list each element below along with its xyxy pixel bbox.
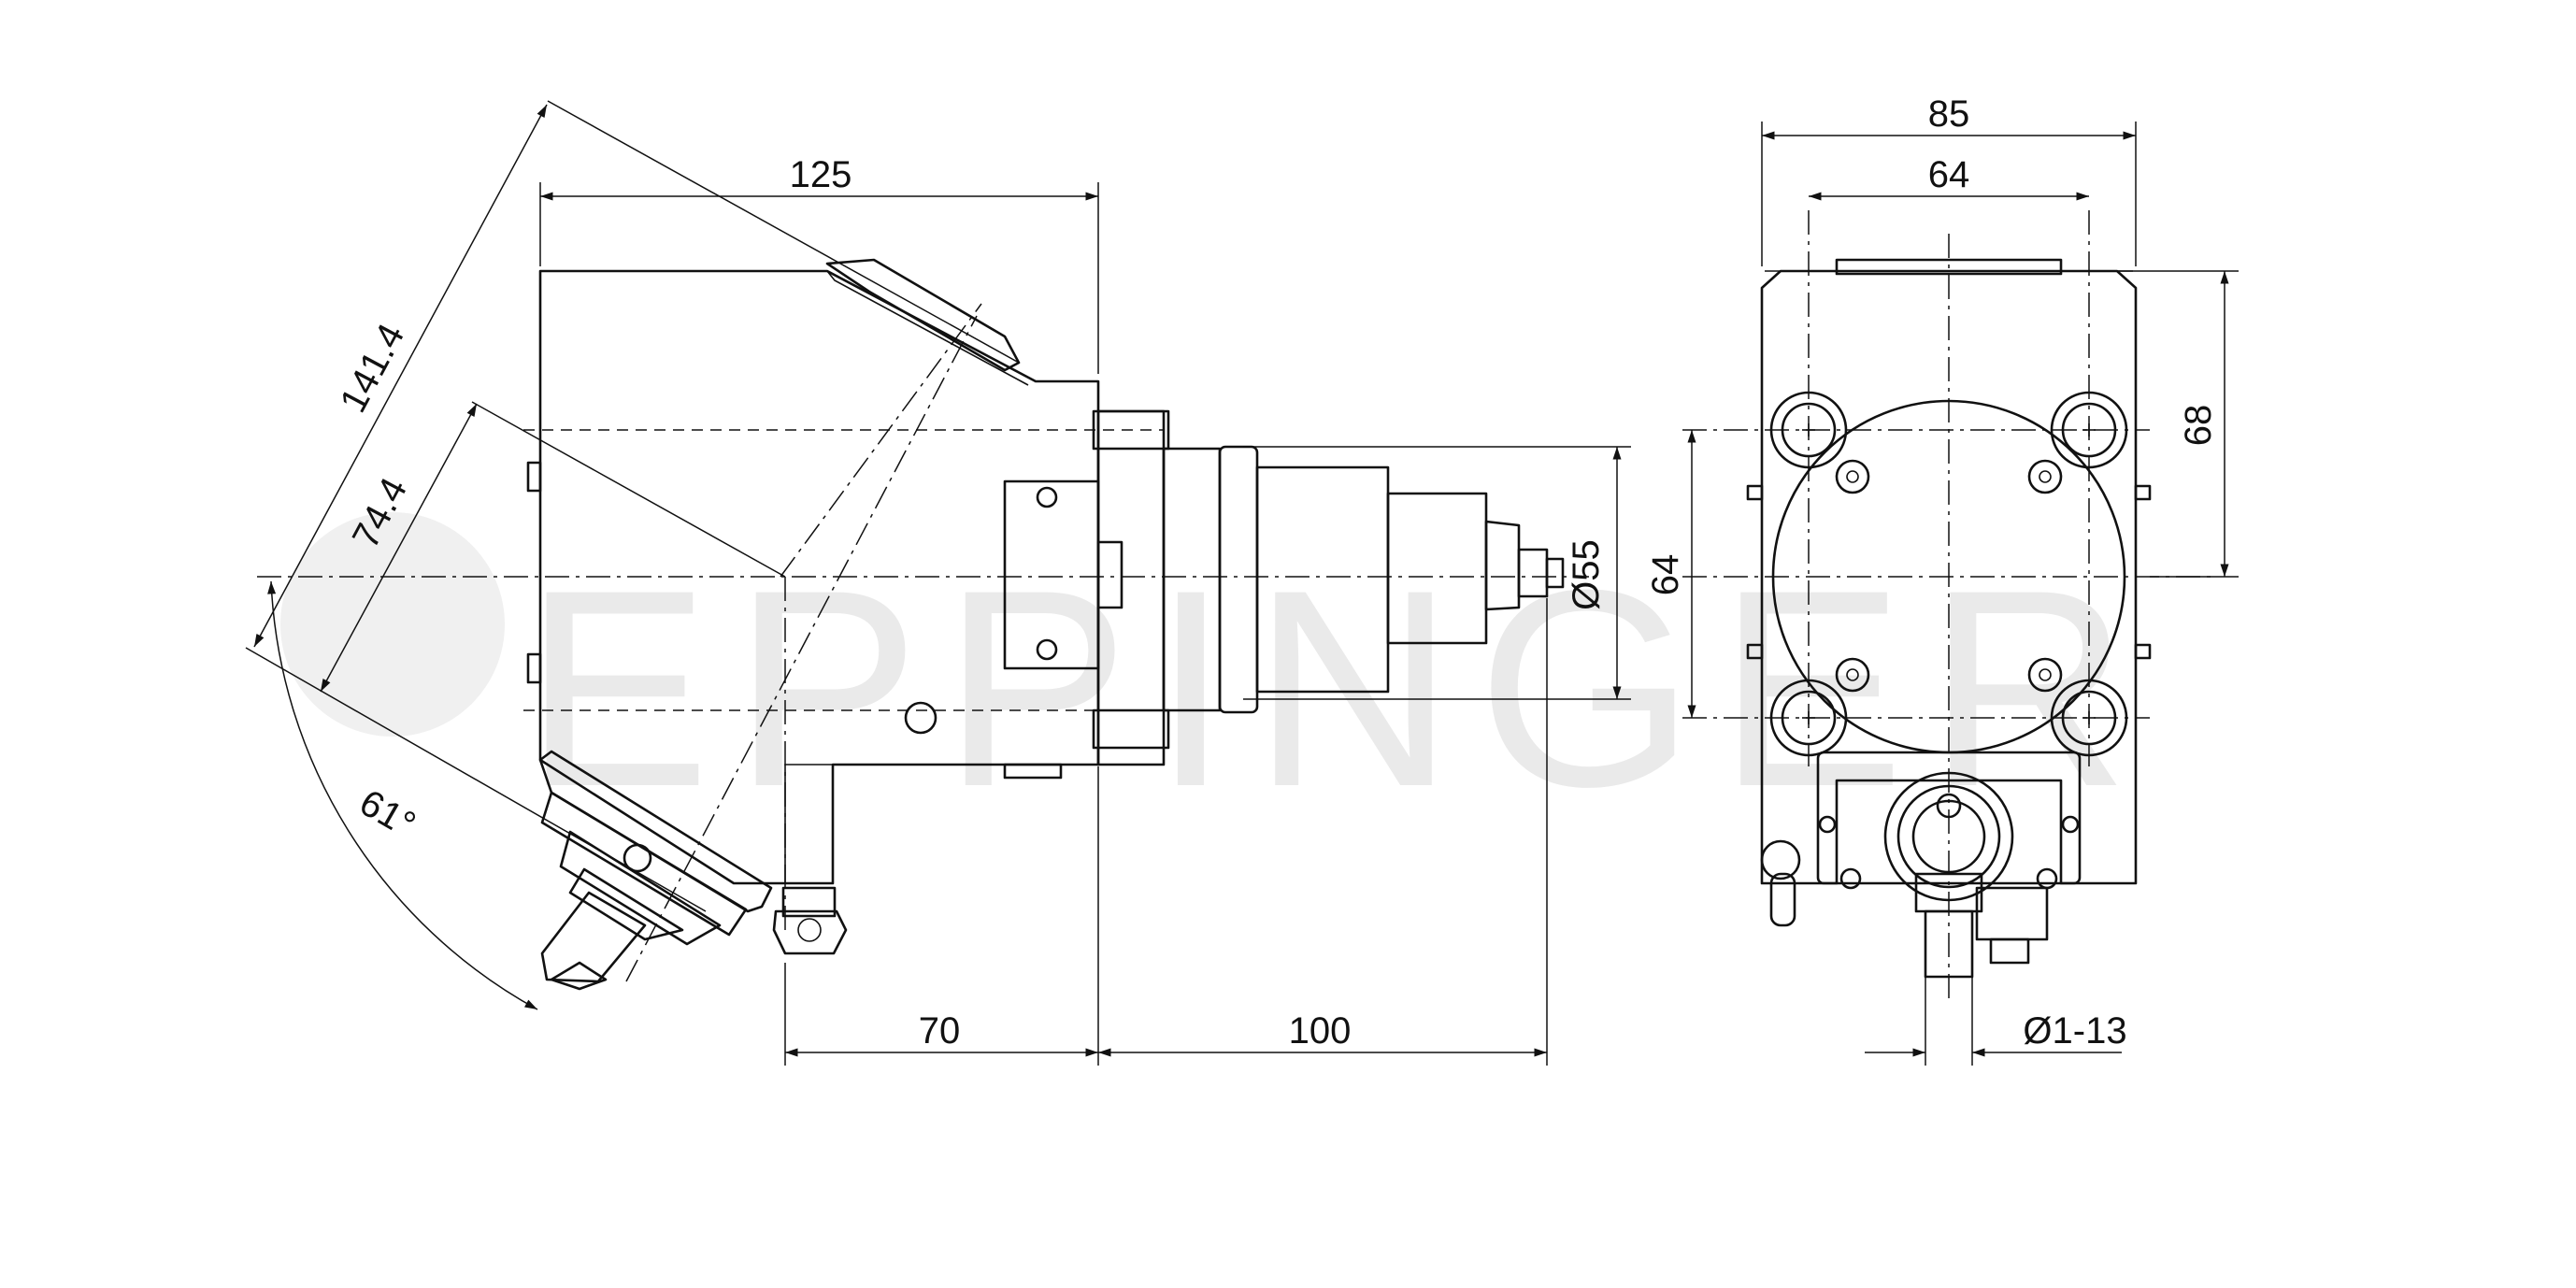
dim-70-100: 70 100 xyxy=(784,598,1548,1066)
coolant-nipple xyxy=(772,886,848,955)
dim-label-70: 70 xyxy=(919,1010,961,1052)
front-view: 85 64 68 64 Ø1-13 xyxy=(1645,93,2239,1066)
dim-label-64-top: 64 xyxy=(1928,154,1970,195)
flange-screws xyxy=(1835,459,2063,693)
dim-label-64-left: 64 xyxy=(1645,554,1686,596)
dim-label-d1-13: Ø1-13 xyxy=(2023,1010,2126,1052)
dim-label-85: 85 xyxy=(1928,93,1970,135)
front-housing xyxy=(1760,269,2138,885)
dim-label-61-deg: 61° xyxy=(352,782,422,846)
dim-68: 68 xyxy=(2103,270,2239,578)
dim-85: 85 xyxy=(1761,93,2137,266)
watermark-text: EPPINGER xyxy=(523,531,2152,845)
dim-label-68: 68 xyxy=(2178,405,2219,447)
dim-collet-range: Ø1-13 xyxy=(1865,977,2127,1066)
angled-spindle-assembly xyxy=(538,750,773,991)
front-center-lines xyxy=(1682,210,2215,1005)
dim-label-d55: Ø55 xyxy=(1566,539,1607,610)
clamping-lever xyxy=(1760,839,1801,927)
dim-64-top: 64 xyxy=(1809,154,2089,201)
dim-label-141-4: 141.4 xyxy=(333,317,413,419)
interface-block xyxy=(526,409,1565,780)
dim-125: 125 xyxy=(539,154,1099,374)
dim-diameter-55: Ø55 xyxy=(1243,446,1631,700)
dim-label-125: 125 xyxy=(790,154,852,195)
angled-top-flange xyxy=(825,258,1021,372)
hidden-lines xyxy=(523,429,1164,711)
dim-64-left: 64 xyxy=(1645,430,1696,718)
dim-label-100: 100 xyxy=(1289,1010,1352,1052)
watermark-logo: EPPINGER xyxy=(280,512,2152,845)
